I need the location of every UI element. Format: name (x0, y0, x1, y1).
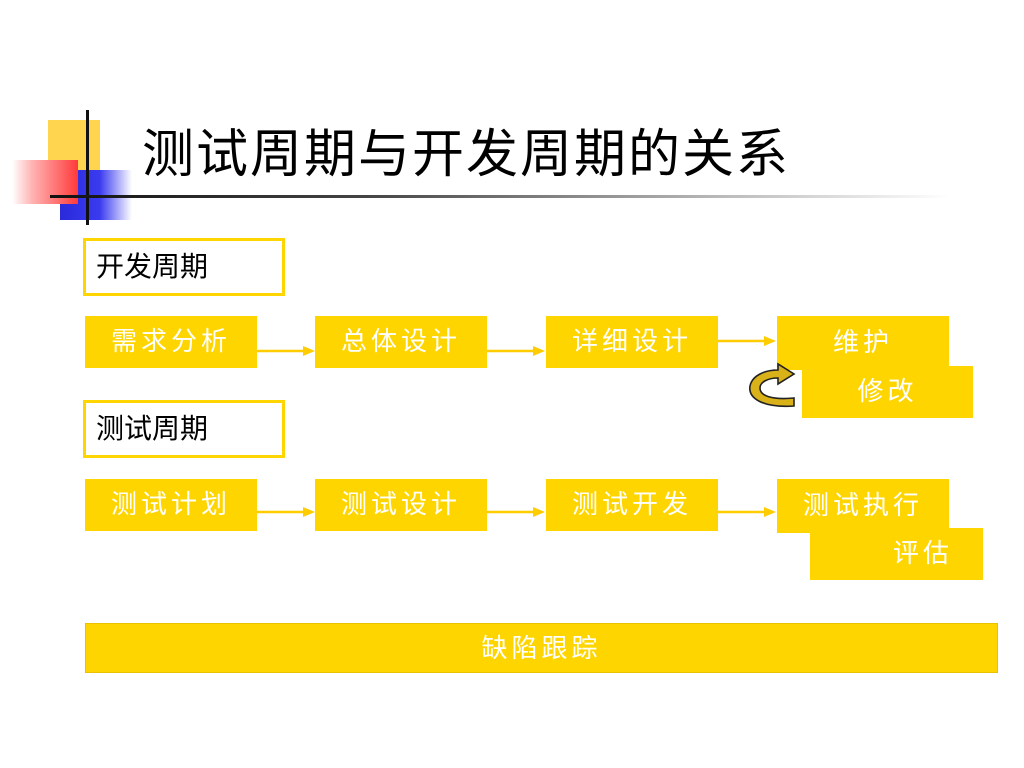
test-step-execute: 测试执行 (777, 479, 949, 533)
arrow-dev-3 (718, 336, 776, 346)
test-step-design: 测试设计 (315, 479, 487, 531)
test-step-plan: 测试计划 (85, 479, 257, 531)
dev-step-detailed-design: 详细设计 (546, 316, 718, 368)
decor-vertical-line (86, 110, 89, 225)
test-cycle-label: 测试周期 (83, 400, 285, 458)
arrow-test-1 (257, 507, 315, 517)
test-substep-evaluate: 评估 (810, 528, 983, 580)
slide-title: 测试周期与开发周期的关系 (142, 125, 791, 185)
dev-step-requirements: 需求分析 (85, 316, 257, 368)
dev-step-maintenance: 维护 (777, 316, 949, 370)
arrow-dev-2 (487, 346, 545, 356)
dev-cycle-label: 开发周期 (83, 238, 285, 296)
test-step-develop: 测试开发 (546, 479, 718, 531)
dev-substep-modify: 修改 (802, 366, 973, 418)
arrow-test-3 (718, 507, 776, 517)
dev-step-overall-design: 总体设计 (315, 316, 487, 368)
defect-tracking-bar: 缺陷跟踪 (85, 623, 998, 673)
arrow-dev-1 (257, 346, 315, 356)
arrow-test-2 (487, 507, 545, 517)
curved-return-arrow (749, 362, 796, 408)
title-underline (50, 195, 950, 198)
